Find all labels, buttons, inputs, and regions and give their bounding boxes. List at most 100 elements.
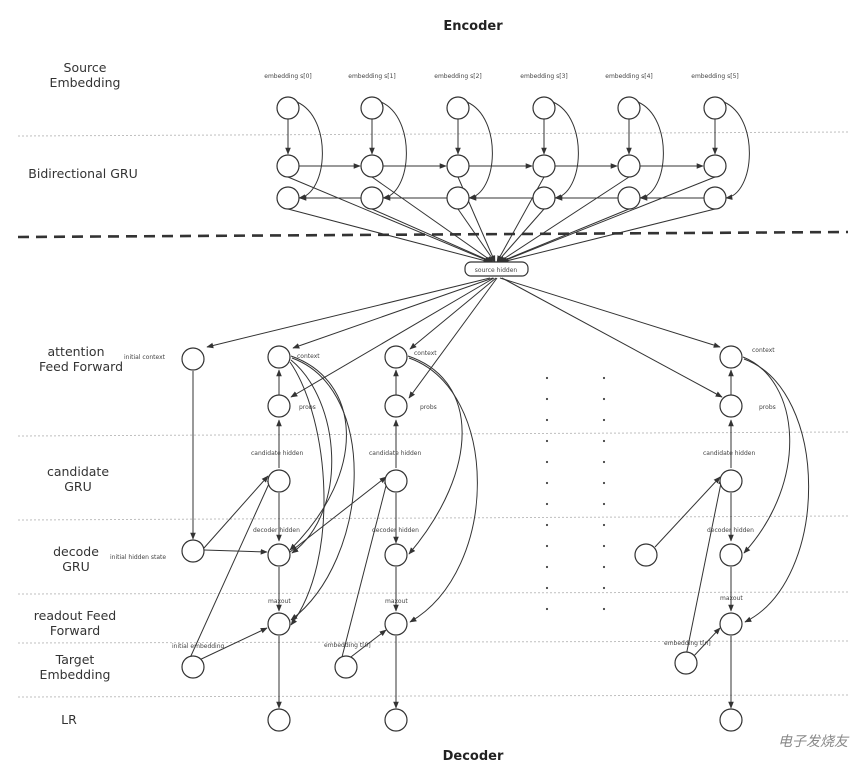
forward-to-source-hidden-edge (498, 176, 630, 263)
initial-embedding-label: initial embedding (172, 643, 225, 650)
backward-gru-node (617, 186, 641, 210)
backward-gru-node (276, 186, 300, 210)
backward-to-source-hidden-edge (499, 208, 630, 263)
layer-label-candidate-1: candidate (47, 464, 109, 479)
source-embedding-label: embedding s[5] (691, 73, 738, 80)
ellipsis-dot (545, 502, 549, 506)
candidate-hidden-label: candidate hidden (251, 450, 303, 457)
ellipsis-dot (602, 481, 606, 485)
backward-to-source-hidden-edge (501, 208, 716, 264)
separator-line (17, 431, 849, 437)
backward-to-source-hidden-edge (457, 208, 496, 263)
decoder-hidden-node (267, 543, 291, 567)
ellipsis-dot (602, 502, 606, 506)
context-label: context (297, 353, 320, 360)
maxout-node (719, 612, 743, 636)
separator-line (17, 694, 849, 698)
forward-to-source-hidden-edge (500, 176, 716, 263)
ellipsis-dot (602, 607, 606, 611)
ellipsis-dot (545, 565, 549, 569)
ellipsis-dot (545, 376, 549, 380)
probs-label: probs (299, 404, 316, 411)
layer-label-lr: LR (61, 712, 77, 727)
separator-line (17, 515, 849, 521)
ellipsis-dot (545, 607, 549, 611)
embedding-t0-label: embedding t[0] (324, 642, 371, 649)
ellipsis-dot (602, 523, 606, 527)
source-embedding-node (532, 96, 556, 120)
source-embedding-node (276, 96, 300, 120)
maxout-label: maxout (385, 598, 408, 605)
ellipsis-dot (602, 397, 606, 401)
candidate-hidden-label: candidate hidden (703, 450, 755, 457)
probs-node (719, 394, 743, 418)
encoder-title: Encoder (443, 19, 503, 34)
ellipsis-dot (545, 544, 549, 548)
ellipsis-dot (602, 586, 606, 590)
embedding-to-backward-edge (380, 101, 407, 200)
backward-gru-node (446, 186, 470, 210)
backward-gru-node (703, 186, 727, 210)
candidate-hidden-node (267, 469, 291, 493)
source-hidden-label: source hidden (475, 267, 518, 274)
ellipsis-dot (602, 376, 606, 380)
target-embedding-node (334, 655, 358, 679)
layer-label-source-embedding-2: Embedding (50, 75, 121, 90)
ellipsis-dot (602, 460, 606, 464)
layer-label-candidate-2: GRU (64, 479, 92, 494)
decoder-title: Decoder (443, 749, 504, 764)
ellipsis-dots (545, 376, 606, 611)
ellipsis-dot (545, 481, 549, 485)
forward-gru-node (360, 154, 384, 178)
encoder-nodes (276, 96, 727, 210)
forward-to-source-hidden-edge (371, 176, 494, 263)
probs-node (384, 394, 408, 418)
decoder-nodes (181, 345, 743, 732)
context-node (267, 345, 291, 369)
initial-context-node (181, 347, 205, 371)
embedding-to-backward-edge (723, 101, 750, 200)
layer-label-bidirectional-gru: Bidirectional GRU (28, 166, 137, 181)
candidate-hidden-node (719, 469, 743, 493)
ellipsis-dot (545, 418, 549, 422)
embedding-to-backward-edge (552, 101, 579, 200)
embedding-tn-label: embedding t[n] (664, 640, 711, 647)
ellipsis-dot (545, 460, 549, 464)
ellipsis-dot (545, 439, 549, 443)
separator-line (17, 131, 849, 137)
context-node (384, 345, 408, 369)
layer-label-decode-1: decode (53, 544, 99, 559)
candidate-hidden-node (384, 469, 408, 493)
initial-embedding-node (181, 655, 205, 679)
source-embedding-label: embedding s[4] (605, 73, 652, 80)
layer-label-attention-1: attention (47, 344, 104, 359)
previous-hidden-node (634, 543, 658, 567)
source-embedding-node (617, 96, 641, 120)
source-embedding-label: embedding s[1] (348, 73, 395, 80)
layer-label-decode-2: GRU (62, 559, 90, 574)
ellipsis-dot (602, 418, 606, 422)
probs-label: probs (420, 404, 437, 411)
target-embedding-node (674, 651, 698, 675)
ellipsis-dot (602, 544, 606, 548)
ellipsis-dot (545, 586, 549, 590)
separator-line (17, 591, 849, 595)
backward-gru-node (532, 186, 556, 210)
initial-hidden-state-label: initial hidden state (110, 554, 166, 561)
initial-context-label: initial context (124, 354, 166, 361)
candidate-hidden-label: candidate hidden (369, 450, 421, 457)
ellipsis-dot (602, 439, 606, 443)
probs-label: probs (759, 404, 776, 411)
backward-to-source-hidden-edge (287, 208, 491, 264)
initial-hidden-node (181, 539, 205, 563)
lr-node (384, 708, 408, 732)
layer-label-source-embedding-1: Source (64, 60, 107, 75)
context-node (719, 345, 743, 369)
decoder-hidden-label: decoder hidden (253, 527, 300, 534)
ellipsis-dot (602, 565, 606, 569)
layer-label-attention-2: Feed Forward (39, 359, 123, 374)
separator-line (17, 640, 849, 644)
source-embedding-label: embedding s[3] (520, 73, 567, 80)
watermark-text: 电子发烧友 (778, 734, 850, 750)
